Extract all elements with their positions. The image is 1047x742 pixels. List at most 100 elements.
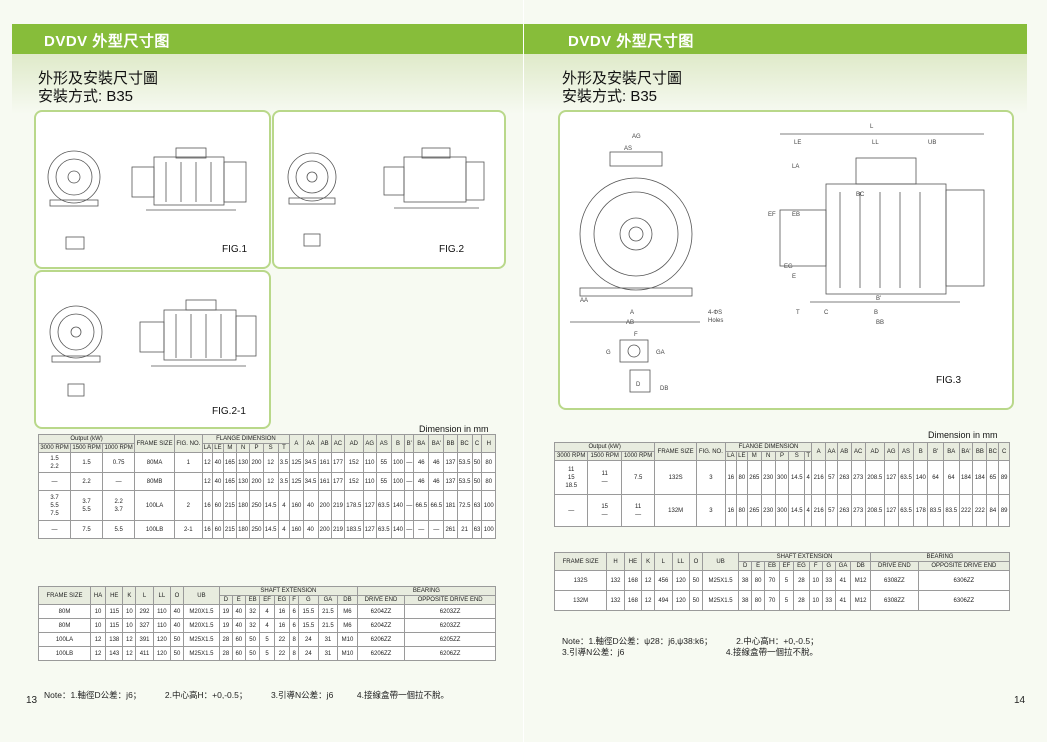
- table-cell: 83.5: [942, 494, 960, 527]
- shaft-col-header: EG: [273, 595, 291, 605]
- table-cell: 80M: [38, 618, 91, 633]
- table-cell: 46: [413, 472, 430, 491]
- table-cell: 12: [89, 646, 107, 661]
- table-cell: 216: [811, 460, 827, 495]
- table-cell: 100LA: [38, 632, 91, 647]
- table-cell: 12: [641, 590, 656, 611]
- right-header-band: DVDV 外型尺寸图: [524, 24, 1027, 54]
- col-header: B': [927, 442, 944, 461]
- table-cell: 80MB: [134, 472, 176, 491]
- table-cell: 222: [972, 494, 988, 527]
- bearing-col-header: DRIVE END: [869, 561, 919, 571]
- table-cell: 120: [671, 570, 690, 591]
- table-cell: 10: [808, 590, 823, 611]
- table-cell: 22: [273, 646, 291, 661]
- table-cell: —: [404, 490, 415, 521]
- table-cell: 33: [821, 570, 836, 591]
- table-cell: —: [553, 494, 589, 527]
- table-cell: 115: [105, 604, 124, 619]
- table-cell: 11 15 18.5: [553, 460, 589, 495]
- col-header: L: [135, 586, 154, 605]
- table-cell: 32: [244, 604, 261, 619]
- shaft-col-header: E: [231, 595, 246, 605]
- table-cell: 21: [456, 520, 473, 539]
- table-cell: 65: [986, 460, 1000, 495]
- table-cell: 200: [317, 490, 332, 521]
- table-cell: 6306ZZ: [917, 590, 1011, 611]
- table-cell: 168: [623, 590, 643, 611]
- table-cell: 132: [606, 570, 625, 591]
- col-header: AC: [850, 442, 866, 461]
- output-header: Output (kW): [37, 434, 136, 444]
- left-header-gradient: [12, 54, 523, 114]
- table-cell: 140: [913, 460, 929, 495]
- col-header: LL: [671, 552, 690, 571]
- table-cell: 14.5: [788, 460, 806, 495]
- table-cell: 38: [738, 570, 753, 591]
- table-cell: 28: [218, 632, 233, 647]
- table-cell: —: [102, 472, 136, 491]
- table-cell: 137: [443, 452, 458, 473]
- col-header: AS: [375, 434, 392, 453]
- table-cell: 261: [443, 520, 458, 539]
- table-cell: 200: [249, 472, 264, 491]
- table-cell: 137: [443, 472, 458, 491]
- table-cell: 115: [105, 618, 124, 633]
- table-cell: 31: [317, 646, 339, 661]
- table-cell: 273: [850, 494, 866, 527]
- table-cell: 184: [958, 460, 974, 495]
- table-cell: 250: [249, 520, 264, 539]
- table-cell: —: [404, 520, 415, 539]
- left-heading: 外形及安裝尺寸圖安裝方式: B35: [38, 70, 158, 106]
- table-cell: 184: [972, 460, 988, 495]
- output-header: Output (kW): [553, 442, 656, 452]
- table-cell: 12: [89, 632, 107, 647]
- shaft-col-header: EF: [778, 561, 795, 571]
- table-cell: 177: [330, 452, 346, 473]
- left-shaft-table: FRAME SIZE HA HE K L LL O UB SHAFT EXTEN…: [38, 586, 497, 661]
- flange-header: FLANGE DIMENSION: [724, 442, 813, 452]
- table-cell: 230: [760, 494, 776, 527]
- table-cell: 53.5: [456, 472, 473, 491]
- table-cell: 165: [222, 452, 238, 473]
- table-cell: —: [404, 452, 415, 473]
- table-cell: 168: [623, 570, 643, 591]
- shaft-col-header: G: [821, 561, 836, 571]
- table-cell: —: [413, 520, 430, 539]
- shaft-col-header: GA: [317, 595, 339, 605]
- table-cell: 132S: [654, 460, 697, 495]
- table-cell: 3: [695, 460, 726, 495]
- right-note: Note：1.軸徑D公差：ψ28：j6,ψ38:k6； 2.中心高H：+0,-0…: [562, 636, 819, 658]
- table-cell: 16: [273, 618, 291, 633]
- col-header: AB: [317, 434, 332, 453]
- table-cell: 83.5: [927, 494, 944, 527]
- table-cell: 127: [362, 520, 377, 539]
- table-cell: 14.5: [262, 490, 279, 521]
- table-cell: 57: [825, 494, 838, 527]
- table-cell: 177: [330, 472, 346, 491]
- table-cell: 0.75: [102, 452, 136, 473]
- col-header: AG: [883, 442, 899, 461]
- table-cell: 215: [222, 520, 238, 539]
- table-cell: 41: [834, 570, 852, 591]
- table-cell: 3: [695, 494, 726, 527]
- fig-header: FIG. NO.: [174, 434, 203, 453]
- table-cell: 22: [273, 632, 291, 647]
- table-cell: 120: [671, 590, 690, 611]
- col-header: O: [688, 552, 703, 571]
- table-cell: 53.5: [456, 452, 473, 473]
- table-cell: M25X1.5: [701, 570, 740, 591]
- table-cell: 180: [236, 520, 251, 539]
- fig2-label: FIG.2: [439, 244, 465, 255]
- table-cell: 5.5: [102, 520, 136, 539]
- table-cell: 110: [152, 618, 172, 633]
- flange-col-header: S: [788, 451, 806, 461]
- table-cell: 40: [302, 490, 319, 521]
- shaft-col-header: D: [738, 561, 753, 571]
- table-cell: 63.5: [897, 460, 915, 495]
- bearing-col-header: OPPOSITE DRIVE END: [404, 595, 496, 605]
